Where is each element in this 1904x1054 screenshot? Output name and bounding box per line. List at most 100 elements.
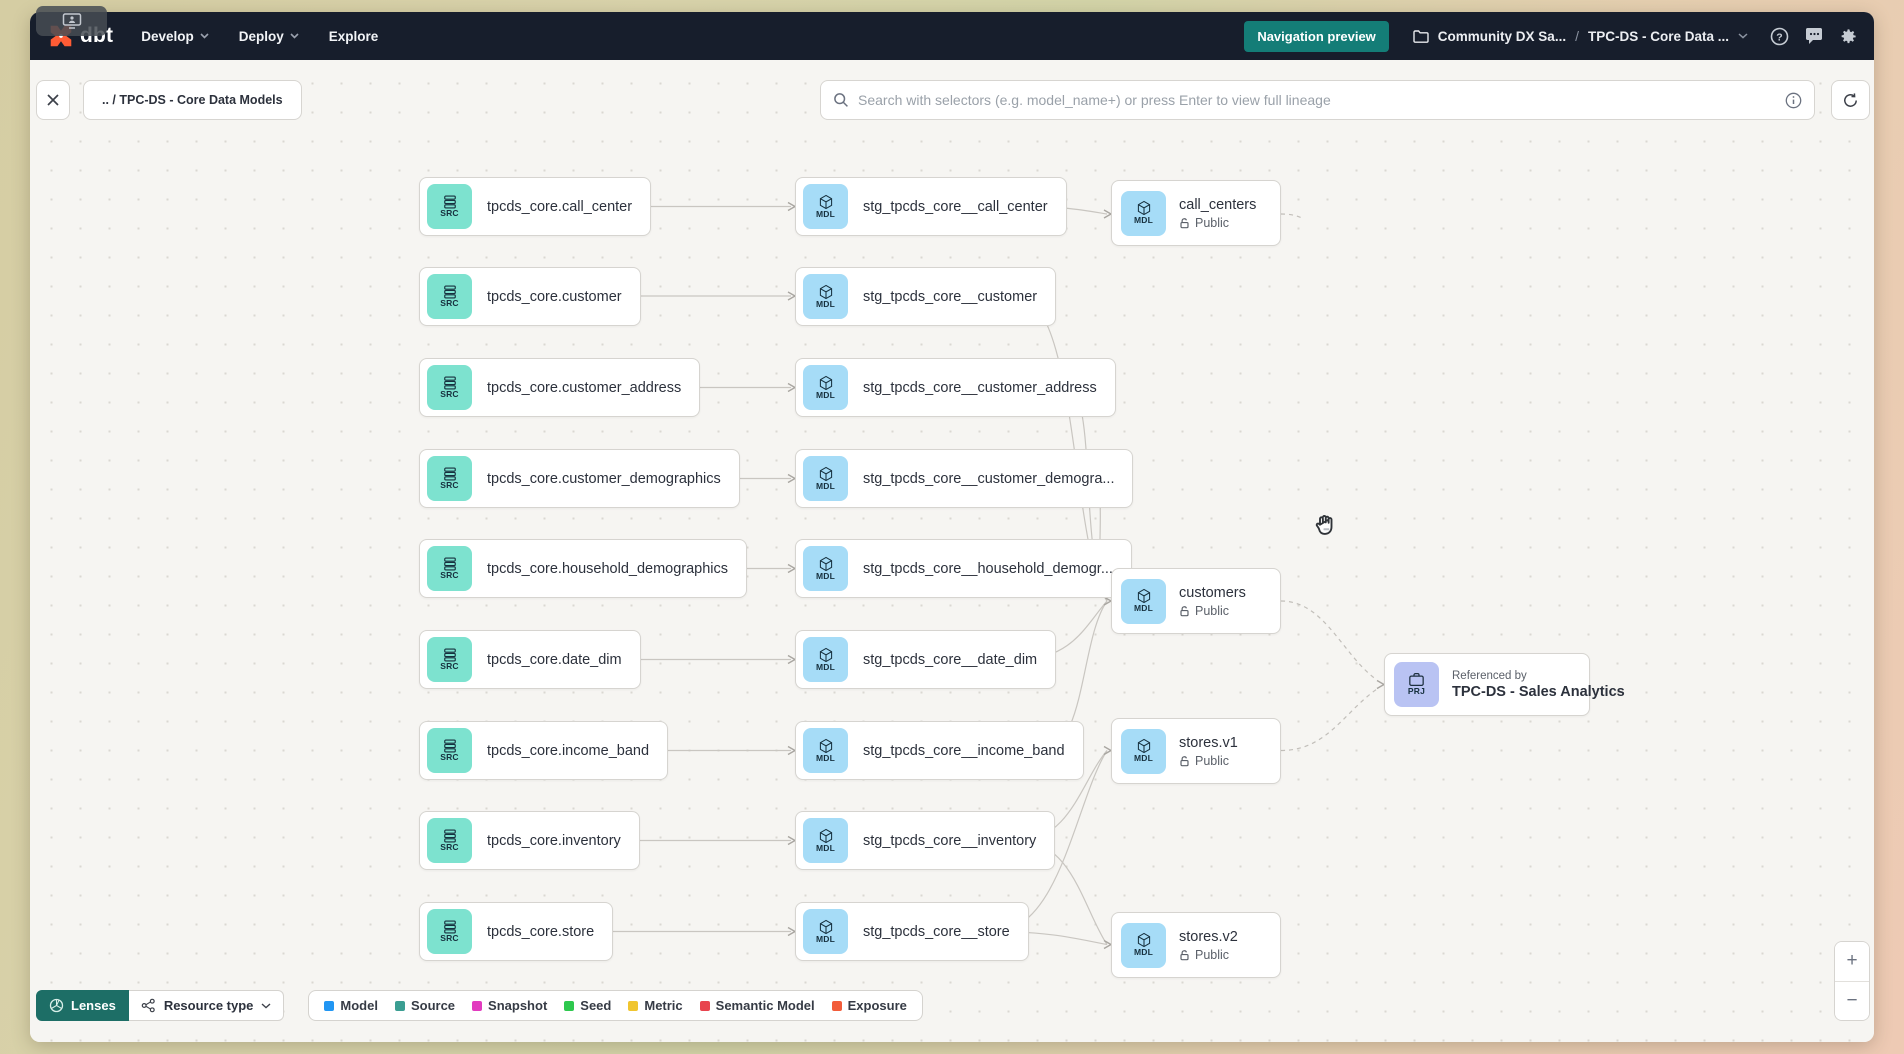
public-access-row: Public — [1179, 948, 1238, 962]
resource-type-icon — [141, 998, 155, 1013]
resource-type-label: Resource type — [163, 998, 254, 1013]
menu-deploy-label: Deploy — [238, 28, 284, 44]
help-icon[interactable]: ? — [1770, 27, 1789, 46]
info-icon[interactable] — [1785, 92, 1802, 109]
source-node-name: tpcds_core.store — [487, 923, 595, 940]
chevron-down-icon — [200, 33, 209, 39]
svg-text:?: ? — [1776, 31, 1782, 43]
source-node[interactable]: SRC tpcds_core.household_demographics — [419, 539, 748, 598]
model-node[interactable]: MDL stg_tpcds_core__store — [795, 902, 1029, 961]
model-node-icon: MDL — [803, 909, 848, 954]
source-node[interactable]: SRC tpcds_core.customer_address — [419, 358, 701, 417]
source-node-badge: SRC — [440, 751, 459, 762]
source-node[interactable]: SRC tpcds_core.store — [419, 902, 614, 961]
cube-icon — [1137, 739, 1150, 754]
close-lineage-button[interactable] — [36, 80, 70, 120]
lock-open-icon — [1180, 755, 1189, 766]
source-node[interactable]: SRC tpcds_core.income_band — [419, 721, 669, 780]
resource-type-button[interactable]: Resource type — [128, 990, 285, 1021]
monitor-icon — [62, 13, 81, 29]
source-node-icon: SRC — [427, 909, 472, 954]
public-access-row: Public — [1179, 604, 1246, 618]
database-icon — [443, 195, 456, 209]
public-access-label: Public — [1195, 753, 1230, 768]
model-node-badge: MDL — [815, 389, 835, 400]
refresh-lineage-button[interactable] — [1831, 80, 1870, 120]
zoom-out-button[interactable]: − — [1835, 981, 1869, 1020]
feedback-chat-icon[interactable] — [1804, 27, 1824, 45]
cube-icon — [819, 828, 832, 843]
source-node-icon: SRC — [427, 818, 472, 863]
source-node-badge: SRC — [440, 297, 459, 308]
legend-label: Snapshot — [488, 998, 548, 1013]
legend-item: Source — [394, 998, 456, 1013]
model-node[interactable]: MDL stg_tpcds_core__inventory — [795, 811, 1056, 870]
source-node[interactable]: SRC tpcds_core.customer_demographics — [419, 449, 740, 508]
zoom-in-button[interactable]: + — [1835, 942, 1869, 982]
model-node[interactable]: MDL stg_tpcds_core__customer — [795, 267, 1057, 326]
public-access-row: Public — [1179, 754, 1238, 768]
source-node-name: tpcds_core.income_band — [487, 742, 650, 759]
cube-icon — [819, 284, 832, 299]
cube-icon — [819, 738, 832, 753]
legend-label: Source — [410, 998, 456, 1013]
model-node-icon: MDL — [1121, 578, 1166, 624]
legend-item: Model — [324, 998, 378, 1013]
source-node[interactable]: SRC tpcds_core.inventory — [419, 811, 640, 870]
resource-type-legend: Model Source Snapshot Seed Metric Semant… — [308, 990, 923, 1021]
source-node[interactable]: SRC tpcds_core.customer — [419, 267, 641, 326]
search-input[interactable] — [858, 92, 1776, 108]
source-node-badge: SRC — [440, 388, 459, 399]
project-breadcrumb[interactable]: Community DX Sa... / TPC-DS - Core Data … — [1413, 28, 1748, 44]
model-node[interactable]: MDL stg_tpcds_core__household_demogr... — [795, 539, 1132, 598]
cube-icon — [1137, 201, 1150, 216]
chevron-down-icon — [290, 33, 299, 39]
lineage-breadcrumb[interactable]: .. / TPC-DS - Core Data Models — [83, 80, 302, 120]
database-icon — [443, 285, 456, 299]
model-node-name: stg_tpcds_core__customer — [863, 288, 1038, 305]
legend-color-swatch — [394, 1000, 405, 1011]
model-node-badge: MDL — [815, 298, 835, 309]
legend-item: Seed — [564, 998, 611, 1013]
source-node[interactable]: SRC tpcds_core.call_center — [419, 177, 652, 236]
model-node-icon: MDL — [1121, 728, 1166, 774]
public-model-node[interactable]: MDL customers Public — [1111, 568, 1281, 634]
public-model-node[interactable]: MDL stores.v1 Public — [1111, 718, 1281, 784]
cube-icon — [819, 194, 832, 209]
model-node-icon: MDL — [803, 637, 848, 682]
legend-item: Semantic Model — [699, 998, 815, 1013]
project-node-icon: PRJ — [1394, 662, 1439, 707]
model-node-badge: MDL — [815, 752, 835, 763]
source-node-name: tpcds_core.household_demographics — [487, 560, 729, 577]
lenses-label: Lenses — [71, 998, 116, 1013]
model-node[interactable]: MDL stg_tpcds_core__income_band — [795, 721, 1084, 780]
model-node[interactable]: MDL stg_tpcds_core__call_center — [795, 177, 1067, 236]
navigation-preview-button[interactable]: Navigation preview — [1244, 20, 1389, 52]
project-node[interactable]: PRJ Referenced by TPC-DS - Sales Analyti… — [1384, 653, 1625, 716]
database-icon — [443, 376, 456, 390]
public-model-node[interactable]: MDL stores.v2 Public — [1111, 912, 1281, 978]
gear-icon[interactable] — [1839, 27, 1858, 46]
model-node-name: stg_tpcds_core__customer_demogra... — [863, 470, 1115, 487]
lineage-canvas[interactable]: .. / TPC-DS - Core Data Models SRC tpcds… — [30, 60, 1874, 1042]
chevron-down-icon[interactable] — [1738, 33, 1748, 39]
cube-icon — [819, 919, 832, 934]
cube-icon — [1137, 933, 1150, 948]
public-model-node[interactable]: MDL call_centers Public — [1111, 180, 1281, 246]
folder-icon — [1413, 29, 1429, 43]
legend-color-swatch — [699, 1000, 710, 1011]
model-node-name: stg_tpcds_core__inventory — [863, 832, 1037, 849]
menu-deploy[interactable]: Deploy — [239, 29, 299, 44]
model-node[interactable]: MDL stg_tpcds_core__customer_address — [795, 358, 1116, 417]
model-node[interactable]: MDL stg_tpcds_core__customer_demogra... — [795, 449, 1134, 508]
public-model-name: stores.v1 — [1179, 734, 1238, 751]
source-node[interactable]: SRC tpcds_core.date_dim — [419, 630, 641, 689]
navbar-icons: ? — [1770, 27, 1858, 46]
cube-icon — [1137, 589, 1150, 604]
model-node[interactable]: MDL stg_tpcds_core__date_dim — [795, 630, 1057, 689]
source-node-icon: SRC — [427, 456, 472, 501]
model-node-badge: MDL — [1133, 753, 1153, 764]
menu-explore[interactable]: Explore — [329, 29, 379, 44]
lenses-button[interactable]: Lenses — [36, 990, 129, 1021]
menu-develop[interactable]: Develop — [141, 29, 209, 44]
